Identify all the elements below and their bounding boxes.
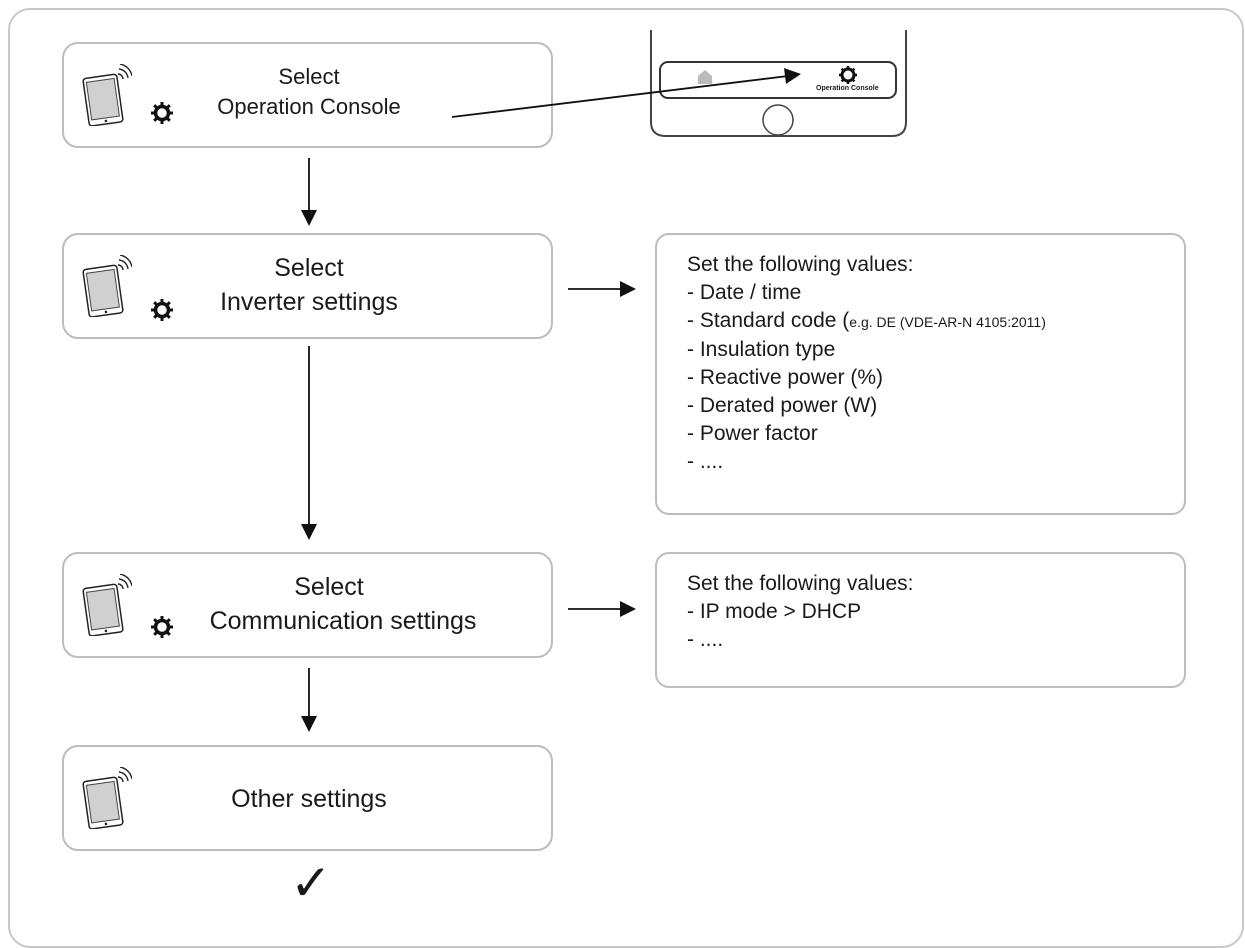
step-1-text: Select Operation Console xyxy=(194,62,424,122)
inverter-item-insulation-type: - Insulation type xyxy=(687,338,836,361)
step-select-operation-console: Select Operation Console xyxy=(62,42,553,148)
step-2-line1: Select xyxy=(274,254,344,282)
step-1-line1: Select xyxy=(278,64,340,89)
gear-icon xyxy=(151,616,173,638)
step-3-line2: Communication settings xyxy=(209,607,477,635)
step-2-text: Select Inverter settings xyxy=(194,251,424,319)
flow-arrow-1-to-2 xyxy=(301,158,317,226)
flow-arrow-2-to-3 xyxy=(301,346,317,540)
tablet-icon xyxy=(82,64,132,126)
standard-code-label: - Standard code ( xyxy=(687,309,850,332)
inverter-item-derated-power: - Derated power (W) xyxy=(687,394,878,417)
communication-values-heading: Set the following values: xyxy=(687,572,914,595)
phone-mockup: Operation Console xyxy=(650,0,908,138)
tablet-icon xyxy=(82,255,132,317)
arrow-to-inverter-values xyxy=(568,281,636,297)
inverter-item-reactive-power: - Reactive power (%) xyxy=(687,366,884,389)
arrow-to-communication-values xyxy=(568,601,636,617)
inverter-item-more: - .... xyxy=(687,450,724,473)
step-4-text: Other settings xyxy=(231,785,387,813)
standard-code-note: e.g. DE (VDE-AR-N 4105:2011) xyxy=(849,314,1046,330)
step-3-text: Select Communication settings xyxy=(164,570,494,638)
inverter-item-standard-code: - Standard code (e.g. DE (VDE-AR-N 4105:… xyxy=(687,307,1184,336)
step-select-inverter-settings: Select Inverter settings xyxy=(62,233,553,339)
check-icon: ✓ xyxy=(290,855,332,911)
flow-arrow-3-to-4 xyxy=(301,668,317,732)
gear-icon xyxy=(151,102,173,124)
inverter-item-date-time: - Date / time xyxy=(687,281,802,304)
gear-icon xyxy=(151,299,173,321)
inverter-values-box: Set the following values: - Date / time … xyxy=(655,233,1186,515)
arrow-to-phone-operation-console xyxy=(451,68,801,118)
communication-item-ip-mode: - IP mode > DHCP xyxy=(687,600,862,623)
phone-operation-console-label: Operation Console xyxy=(816,85,879,92)
tablet-icon xyxy=(82,767,132,829)
inverter-values-heading: Set the following values: xyxy=(687,253,914,276)
communication-values-box: Set the following values: - IP mode > DH… xyxy=(655,552,1186,688)
communication-item-more: - .... xyxy=(687,628,724,651)
step-select-communication-settings: Select Communication settings xyxy=(62,552,553,658)
step-2-line2: Inverter settings xyxy=(220,288,398,316)
inverter-item-power-factor: - Power factor xyxy=(687,422,818,445)
step-other-settings: Other settings xyxy=(62,745,553,851)
tablet-icon xyxy=(82,574,132,636)
step-1-line2: Operation Console xyxy=(217,94,401,119)
home-icon xyxy=(698,70,712,84)
phone-gear-icon xyxy=(839,66,857,84)
step-3-line1: Select xyxy=(294,573,364,601)
phone-outline xyxy=(650,30,907,137)
